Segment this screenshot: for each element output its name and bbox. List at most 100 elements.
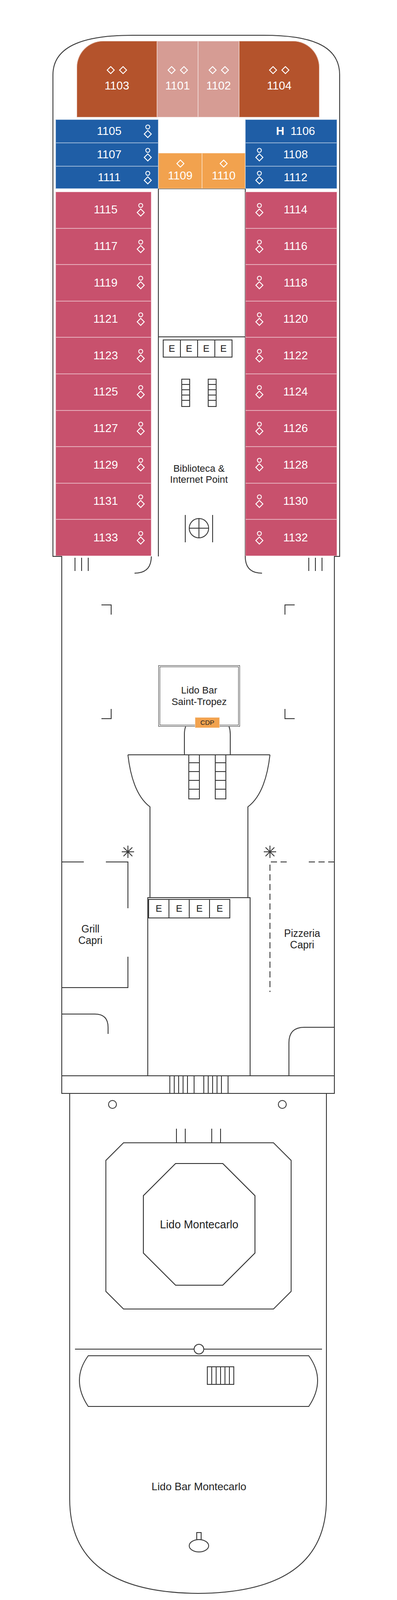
cabin-symbol xyxy=(176,159,185,168)
room-label: 1103 xyxy=(104,79,130,93)
cabin: 1124 xyxy=(245,374,338,411)
deck-wall xyxy=(101,605,295,720)
elevator-mark: E xyxy=(197,340,215,358)
cabin-symbol xyxy=(254,275,264,291)
cabin-symbol xyxy=(144,176,152,184)
cabin: 1123 xyxy=(55,337,152,375)
cabin-symbol xyxy=(254,494,264,510)
cabin-symbol xyxy=(281,66,289,74)
cabin-symbol xyxy=(146,171,150,176)
deck-wall xyxy=(121,846,277,859)
cabin-symbol xyxy=(254,348,264,364)
room-label: 1102 xyxy=(206,79,232,93)
room-label: 1107 xyxy=(97,148,122,162)
cabin-symbol xyxy=(146,124,150,129)
cabin-symbol xyxy=(137,245,145,253)
cabin-symbol xyxy=(137,464,145,472)
deck-wall xyxy=(207,1367,234,1386)
cabin: 1108 xyxy=(245,142,338,167)
cabin-symbol xyxy=(254,239,264,255)
cabin: 1120 xyxy=(245,301,338,338)
suite-cabin: 1101 xyxy=(157,41,199,118)
deck-wall xyxy=(147,898,251,1077)
lounge-octagon: Lido Montecarlo xyxy=(142,1163,256,1287)
cabin-symbol xyxy=(255,427,263,435)
cabin-symbol xyxy=(144,153,152,162)
area-label: Grill Capri xyxy=(70,917,111,953)
cabin: 1126 xyxy=(245,410,338,448)
deck-wall xyxy=(52,35,340,1595)
deck-wall xyxy=(79,1356,318,1408)
room-label: 1112 xyxy=(283,171,308,185)
cabin-symbol xyxy=(255,176,263,184)
cabin-symbol xyxy=(138,203,143,208)
cabin: 1114 xyxy=(245,191,338,229)
cabin-symbol xyxy=(254,421,264,437)
room-label: 1129 xyxy=(93,458,119,472)
cabin: H1106 xyxy=(245,119,338,143)
room-label: 1120 xyxy=(283,312,308,326)
deck-wall xyxy=(61,1075,335,1077)
cabin: 1133 xyxy=(55,519,152,557)
room-label: 1121 xyxy=(93,312,119,326)
deck-wall xyxy=(69,1093,327,1095)
deck-wall xyxy=(134,556,263,574)
cabin-symbol xyxy=(107,66,115,74)
room-label: 1131 xyxy=(93,494,119,509)
room-label: 1132 xyxy=(283,531,308,545)
room-label: 1122 xyxy=(283,349,308,363)
deck-wall xyxy=(215,755,226,800)
area-label: Biblioteca & Internet Point xyxy=(161,454,237,495)
cabin: 1107 xyxy=(55,142,159,167)
cabin-symbol xyxy=(220,160,228,168)
room-label: 1108 xyxy=(283,148,308,162)
cabin-symbol xyxy=(136,311,146,327)
deck-wall xyxy=(269,862,335,993)
room-label: 1104 xyxy=(266,79,292,93)
cabin-symbol xyxy=(138,276,143,281)
cabin: 1112 xyxy=(245,166,338,189)
cabin-symbol xyxy=(257,495,262,500)
cabin-symbol xyxy=(257,203,262,208)
cabin: 1110 xyxy=(202,153,246,189)
deck-wall xyxy=(158,337,246,557)
room-label: 1105 xyxy=(97,124,122,139)
cabin-symbol xyxy=(136,275,146,291)
cabin-symbol xyxy=(137,427,145,435)
cabin: 1109 xyxy=(158,153,203,189)
cabin: 1118 xyxy=(245,264,338,302)
room-label: 1128 xyxy=(283,458,308,472)
cabin-symbol xyxy=(138,495,143,500)
room-label: 1127 xyxy=(93,422,119,436)
deck-wall xyxy=(211,1367,230,1386)
cabin-symbol xyxy=(137,500,145,508)
room-label: 1109 xyxy=(168,169,193,183)
room-label: 1118 xyxy=(283,276,308,290)
room-label: 1119 xyxy=(93,276,118,290)
cabin-symbol xyxy=(254,170,264,186)
deck-wall xyxy=(209,899,230,919)
deck-wall xyxy=(61,862,128,989)
cabin-symbol xyxy=(254,311,264,327)
room-label: 1130 xyxy=(283,494,308,509)
elevator-mark: E xyxy=(214,340,233,358)
deck-wall xyxy=(185,515,213,543)
deck-wall xyxy=(203,1076,229,1094)
deck-wall xyxy=(189,1540,209,1553)
cabin-symbol xyxy=(143,147,153,163)
deck-wall xyxy=(158,188,246,338)
area-label: Pizzeria Capri xyxy=(277,921,327,958)
deck-wall xyxy=(180,340,198,358)
suite-cabin: 1104 xyxy=(239,41,320,118)
cabin: 1129 xyxy=(55,446,152,484)
cabin-symbol xyxy=(137,281,145,289)
cabin-symbol xyxy=(138,313,143,318)
cabin-symbol xyxy=(257,276,262,281)
cabin: 1111 xyxy=(55,166,159,189)
cabin-symbol xyxy=(209,66,217,74)
cabin: 1119 xyxy=(55,264,152,302)
cabin: 1128 xyxy=(245,446,338,484)
cabin-symbol xyxy=(137,537,145,545)
deck-wall xyxy=(163,340,181,358)
deck-wall xyxy=(194,1344,204,1355)
